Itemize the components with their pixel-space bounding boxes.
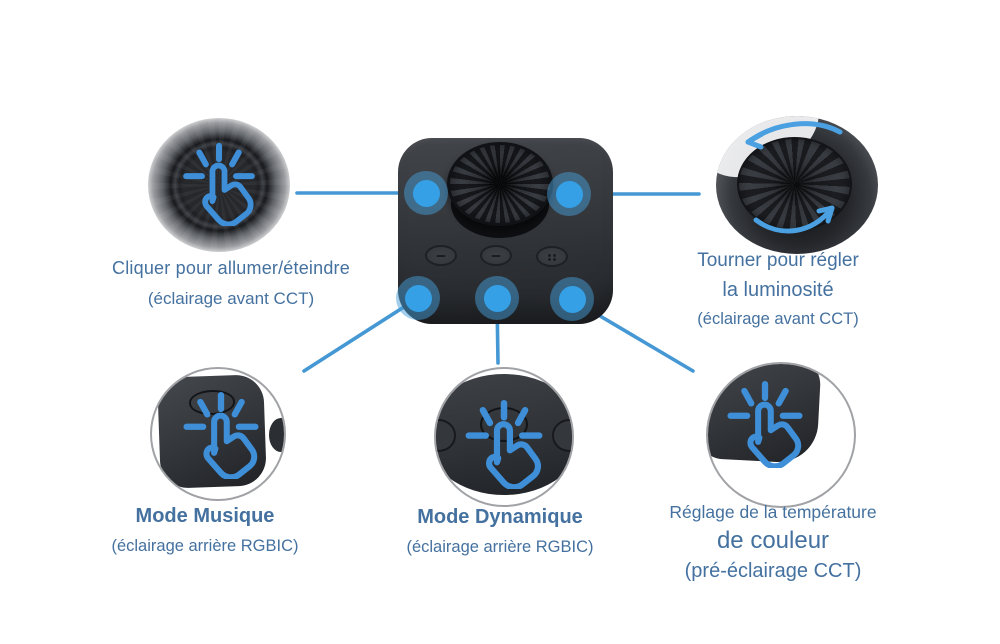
callout-power-line2: (éclairage avant CCT)	[147, 289, 315, 308]
callout-temperature-line2: de couleur	[716, 527, 830, 554]
callout-brightness-label: Tourner pour régler la luminosité (éclai…	[628, 250, 928, 329]
callout-power-label: Cliquer pour allumer/éteindre (éclairage…	[61, 258, 401, 309]
callout-dynamic-line1: Mode Dynamique	[417, 506, 583, 528]
tap-icon	[177, 391, 265, 479]
inset-music-button	[150, 367, 286, 501]
rotate-arrows-icon	[745, 121, 843, 234]
callout-brightness-line1: Tourner pour régler	[697, 250, 859, 271]
cct-button-glyph	[548, 253, 551, 257]
callout-music-label: Mode Musique (éclairage arrière RGBIC)	[55, 505, 355, 556]
device-cct-button	[536, 246, 568, 267]
callout-music-line1: Mode Musique	[135, 505, 275, 527]
callout-temperature-line3: (pré-éclairage CCT)	[684, 560, 862, 582]
hotspot-dot-temperature	[550, 277, 594, 321]
hotspot-core	[412, 179, 440, 207]
callout-dynamic-label: Mode Dynamique (éclairage arrière RGBIC)	[350, 506, 650, 557]
inset-temperature-button	[706, 362, 856, 508]
device-dynamic-button	[480, 245, 512, 266]
hotspot-core	[404, 284, 432, 312]
tap-icon	[177, 142, 261, 226]
dial-knob	[447, 142, 553, 226]
callout-power-line1: Cliquer pour allumer/éteindre	[112, 258, 350, 278]
hotspot-dot-brightness	[547, 172, 591, 216]
callout-brightness-line2: la luminosité	[722, 279, 834, 301]
callout-brightness-line3: (éclairage avant CCT)	[697, 310, 859, 328]
callout-temperature-line1: Réglage de la température	[669, 502, 877, 522]
device-music-button	[425, 245, 457, 266]
hotspot-core	[555, 180, 583, 208]
callout-music-line2: (éclairage arrière RGBIC)	[111, 537, 299, 555]
inset-power-knob	[148, 118, 290, 252]
hotspot-core	[558, 285, 586, 313]
inset-dynamic-button	[434, 367, 574, 507]
hotspot-dot-dynamic	[475, 276, 519, 320]
knob-center-dot	[794, 182, 800, 188]
tap-icon	[459, 399, 549, 489]
adjacent-button-edge	[269, 418, 284, 453]
tap-icon	[721, 380, 809, 468]
inset-rotate-knob	[716, 116, 878, 254]
callout-temperature-label: Réglage de la température de couleur (pr…	[622, 502, 924, 583]
music-button-glyph	[436, 254, 446, 257]
hotspot-core	[483, 284, 511, 312]
dynamic-button-glyph	[491, 254, 501, 257]
callout-dynamic-line2: (éclairage arrière RGBIC)	[406, 538, 594, 556]
hotspot-dot-power	[404, 171, 448, 215]
hotspot-dot-music	[396, 276, 440, 320]
